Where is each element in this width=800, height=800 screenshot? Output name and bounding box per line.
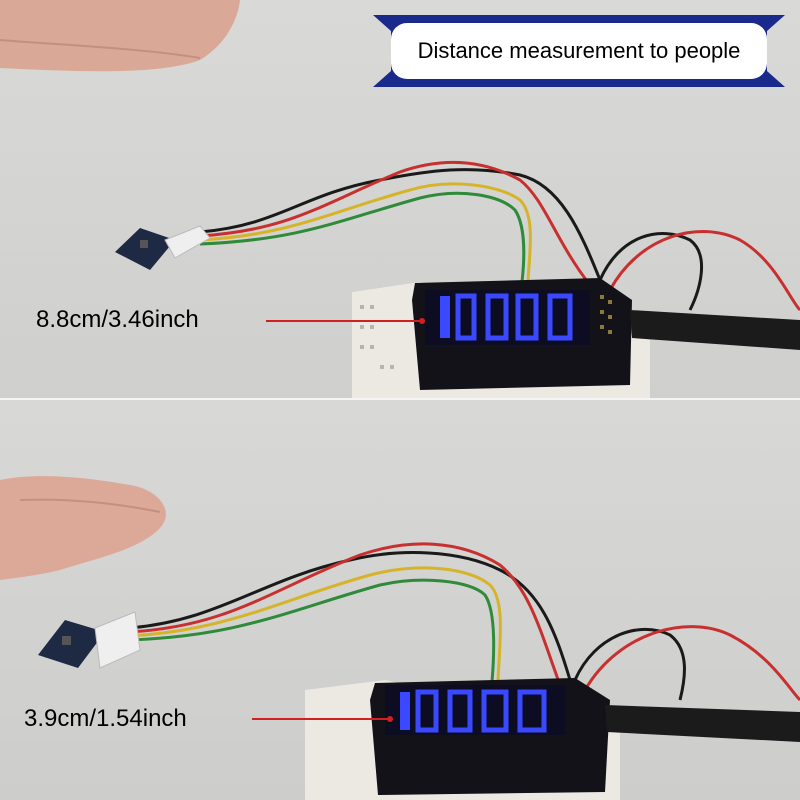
hand <box>0 0 240 72</box>
leader-dot-bottom <box>387 716 393 722</box>
leader-line-top <box>266 320 422 322</box>
measurement-label-top: 8.8cm/3.46inch <box>36 306 199 333</box>
leader-line-bottom <box>252 718 390 720</box>
usb-cable <box>605 705 800 742</box>
usb-cable <box>630 310 800 350</box>
photo-panel-top: Distance measurement to people 8.8cm/3.4… <box>0 0 800 400</box>
scene-bottom <box>0 400 800 800</box>
title-text: Distance measurement to people <box>417 38 741 63</box>
title-banner-frame <box>373 15 785 87</box>
sensor-board <box>115 225 211 270</box>
hand <box>0 476 166 580</box>
measurement-label-bottom: 3.9cm/1.54inch <box>24 705 187 732</box>
leader-dot-top <box>419 318 425 324</box>
title-banner: Distance measurement to people <box>371 13 787 89</box>
led-matrix-board <box>412 278 632 390</box>
photo-panel-bottom: 3.9cm/1.54inch <box>0 400 800 800</box>
sensor-board <box>38 611 141 669</box>
led-matrix-board <box>370 678 610 795</box>
